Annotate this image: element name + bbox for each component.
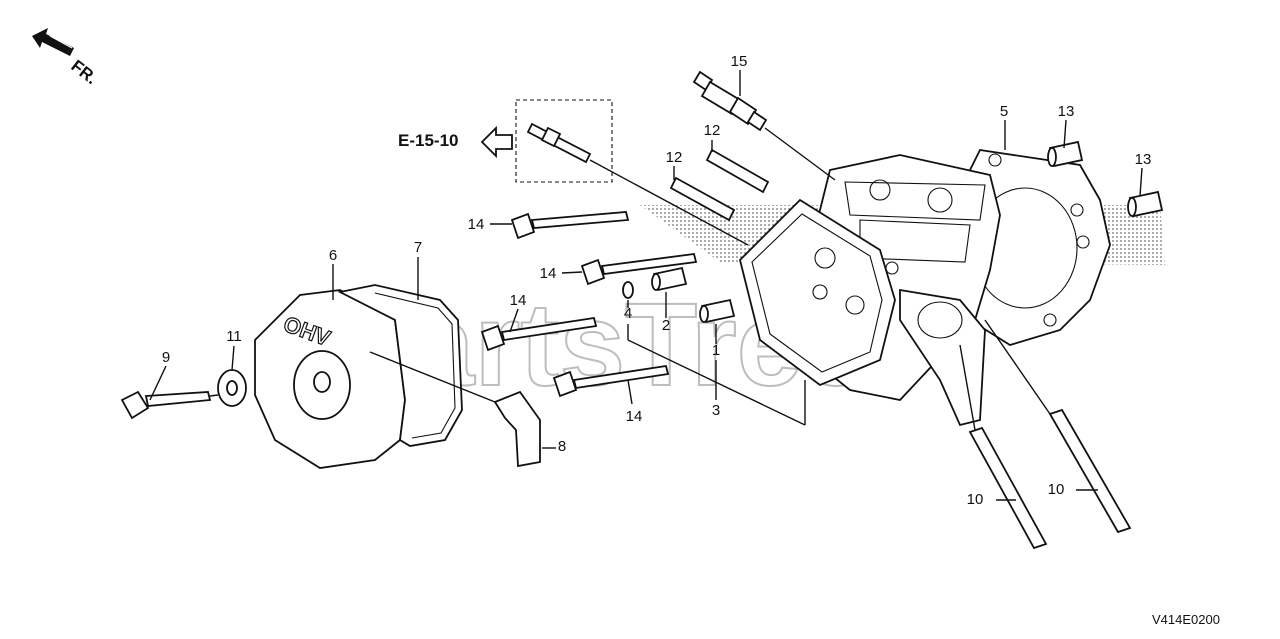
bolt-14-second-part[interactable] [580, 253, 698, 286]
callout-c14b[interactable]: 14 [540, 265, 557, 282]
o-ring-4-part[interactable] [622, 281, 634, 299]
callout-c7[interactable]: 7 [414, 239, 422, 256]
stud-12-lower-part[interactable] [669, 176, 736, 222]
breather-tube-part[interactable] [493, 390, 541, 468]
stud-12-upper-part[interactable] [705, 148, 770, 194]
callout-c1[interactable]: 1 [712, 342, 720, 359]
callout-c14c[interactable]: 14 [510, 292, 527, 309]
callout-c9[interactable]: 9 [162, 349, 170, 366]
callout-c6[interactable]: 6 [329, 247, 337, 264]
spark-plug-part[interactable] [692, 70, 768, 132]
dowel-pin-13-upper-part[interactable] [1047, 140, 1084, 168]
leader-lines [149, 70, 1143, 501]
front-direction-label: FR. [68, 56, 101, 88]
bolt-14-bottom-part[interactable] [552, 364, 670, 398]
front-direction-icon [32, 28, 74, 56]
bolt-14-third-part[interactable] [480, 316, 598, 352]
callout-c13b[interactable]: 13 [1135, 151, 1152, 168]
rocker-chamber-frame-part[interactable] [739, 198, 899, 387]
callout-c2[interactable]: 2 [662, 317, 670, 334]
callout-c3[interactable]: 3 [712, 402, 720, 419]
callout-c4[interactable]: 4 [624, 305, 632, 322]
bolt-14-top-part[interactable] [510, 211, 630, 240]
dowel-2-part[interactable] [651, 266, 688, 292]
breather-stud-part[interactable] [526, 122, 592, 164]
dowel-pin-13-lower-part[interactable] [1127, 190, 1164, 218]
callout-c14d[interactable]: 14 [626, 408, 643, 425]
drawing-code: V414E0200 [1152, 612, 1220, 627]
stud-10-right-part[interactable] [1048, 408, 1132, 534]
reference-box [515, 99, 613, 183]
callout-c8[interactable]: 8 [558, 438, 566, 455]
reference-label[interactable]: E-15-10 [398, 131, 458, 150]
callout-c5[interactable]: 5 [1000, 103, 1008, 120]
callout-c15[interactable]: 15 [731, 53, 748, 70]
callout-c12b[interactable]: 12 [666, 149, 683, 166]
callout-c14a[interactable]: 14 [468, 216, 485, 233]
stud-10-left-part[interactable] [968, 426, 1048, 550]
callout-c10a[interactable]: 10 [967, 491, 984, 508]
seal-washer-11-part[interactable] [217, 369, 247, 407]
dowel-1-part[interactable] [699, 298, 736, 324]
flange-bolt-9-part[interactable] [120, 390, 212, 420]
callout-c12a[interactable]: 12 [704, 122, 721, 139]
callout-c10b[interactable]: 10 [1048, 481, 1065, 498]
callout-c11[interactable]: 11 [226, 328, 242, 345]
callout-c13a[interactable]: 13 [1058, 103, 1075, 120]
head-cover-part[interactable]: OHV [254, 289, 406, 469]
reference-arrow-icon [480, 125, 513, 159]
